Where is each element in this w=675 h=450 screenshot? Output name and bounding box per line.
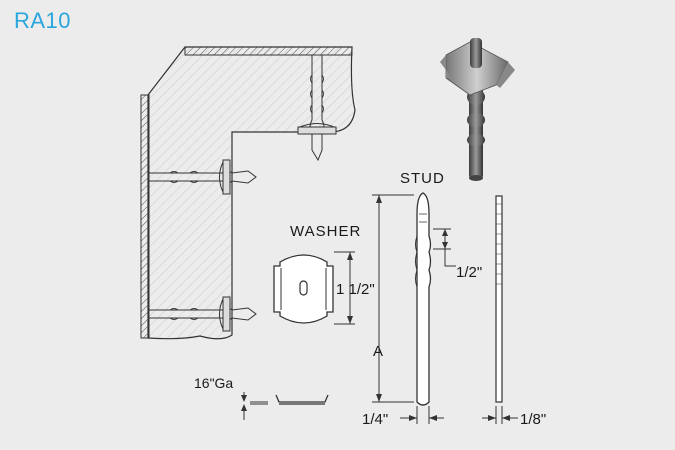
stud-body — [416, 192, 432, 406]
stud-pitch-label: 1/2" — [456, 264, 482, 281]
product-code-title: RA10 — [14, 8, 72, 33]
refractory-wall-section — [140, 46, 356, 340]
anchor-horizontal-upper — [148, 159, 257, 195]
washer-label: WASHER — [290, 223, 361, 240]
anchor-vertical — [297, 54, 337, 162]
washer-dimension-label: 1 1/2" — [336, 281, 375, 298]
washer-slot — [299, 280, 308, 296]
anchor-3d-render — [440, 38, 515, 181]
stud-length-label: A — [373, 343, 383, 360]
stud-thickness-label: 1/8" — [520, 411, 546, 428]
washer-gauge-label: 16"Ga — [194, 375, 233, 391]
stud-label: STUD — [400, 170, 445, 187]
refractory-lining — [147, 46, 356, 340]
stud-side-view: 1/8" — [482, 195, 546, 428]
washer-plate — [273, 254, 334, 324]
stud-diameter-label: 1/4" — [362, 411, 388, 428]
washer-side-profile: 16"Ga — [194, 375, 329, 420]
washer-drawing: WASHER 1 1/2" — [273, 223, 375, 325]
steel-shell-left — [140, 94, 150, 339]
steel-shell-top — [184, 46, 353, 56]
stud-drawing: STUD A 1/2" 1/4" — [362, 170, 482, 428]
anchor-horizontal-lower — [148, 296, 257, 332]
